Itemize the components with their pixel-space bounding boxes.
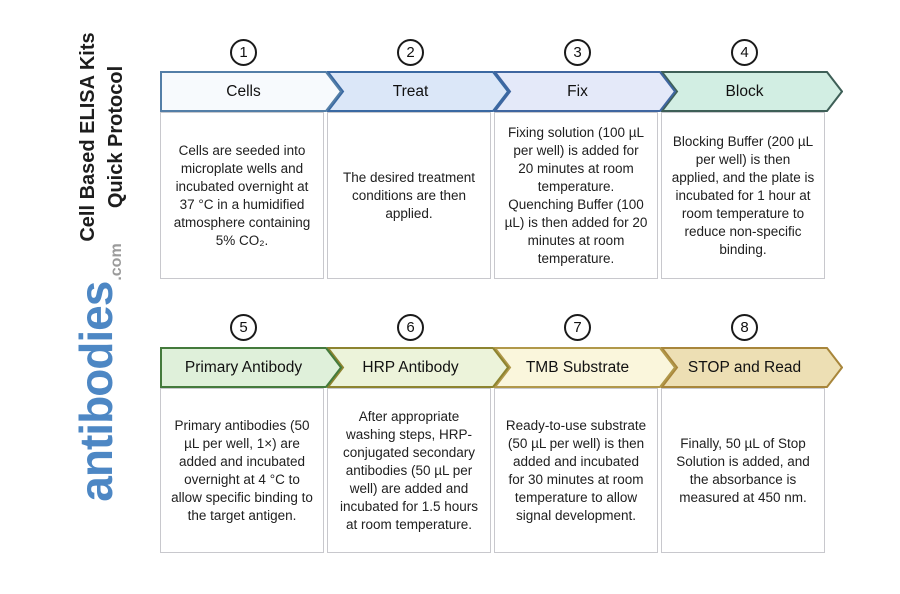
step-number: 3 xyxy=(573,44,582,61)
step-description: The desired treatment conditions are the… xyxy=(327,112,491,279)
process-arrow-shape xyxy=(160,71,342,112)
step-number: 8 xyxy=(740,319,749,336)
step-number: 5 xyxy=(239,319,248,336)
step-number-circle: 4 xyxy=(731,39,758,66)
step-label: STOP and Read xyxy=(687,358,802,376)
step-label: Block xyxy=(725,82,764,100)
sidebar-title-line2: Quick Protocol xyxy=(105,65,127,209)
arrow-polygon xyxy=(160,71,342,112)
step-label: Treat xyxy=(392,82,429,100)
step-number-circle: 8 xyxy=(731,314,758,341)
process-arrow-shape xyxy=(327,347,509,388)
process-arrow-shape xyxy=(160,347,342,388)
step-description: Ready-to-use substrate (50 µL per well) … xyxy=(494,388,658,553)
step-description: Primary antibodies (50 µL per well, 1×) … xyxy=(160,388,324,553)
sidebar-title-line1: Cell Based ELISA Kits xyxy=(77,32,99,242)
step-description: Cells are seeded into microplate wells a… xyxy=(160,112,324,279)
step-label: Fix xyxy=(567,82,588,100)
brand-logo: antibodies.com xyxy=(69,223,133,523)
arrow-polygon xyxy=(661,347,843,388)
step-number-circle: 1 xyxy=(230,39,257,66)
step-number: 7 xyxy=(573,319,582,336)
step-description: Finally, 50 µL of Stop Solution is added… xyxy=(661,388,825,553)
step-number-circle: 7 xyxy=(564,314,591,341)
step-number: 2 xyxy=(406,44,415,61)
step-number-circle: 2 xyxy=(397,39,424,66)
step-label: HRP Antibody xyxy=(362,358,459,376)
arrow-polygon xyxy=(327,71,509,112)
step-number-circle: 3 xyxy=(564,39,591,66)
arrow-polygon xyxy=(160,347,342,388)
step-number-circle: 6 xyxy=(397,314,424,341)
step-description: Fixing solution (100 µL per well) is add… xyxy=(494,112,658,279)
arrow-polygon xyxy=(661,71,843,112)
process-arrow-shape xyxy=(494,347,676,388)
brand-logo-text: antibodies xyxy=(70,281,122,502)
step-label: TMB Substrate xyxy=(525,358,630,376)
step-number: 6 xyxy=(406,319,415,336)
step-number-circle: 5 xyxy=(230,314,257,341)
process-arrow-shape xyxy=(661,71,843,112)
step-label: Primary Antibody xyxy=(184,358,303,376)
arrow-polygon xyxy=(494,71,676,112)
step-description: After appropriate washing steps, HRP-con… xyxy=(327,388,491,553)
process-arrow-shape xyxy=(327,71,509,112)
arrow-polygon xyxy=(327,347,509,388)
process-arrow-shape xyxy=(661,347,843,388)
brand-logo-suffix: .com xyxy=(108,243,125,281)
step-number: 4 xyxy=(740,44,749,61)
step-number: 1 xyxy=(239,44,248,61)
arrow-polygon xyxy=(494,347,676,388)
step-description: Blocking Buffer (200 µL per well) is the… xyxy=(661,112,825,279)
process-arrow-shape xyxy=(494,71,676,112)
step-label: Cells xyxy=(226,82,261,100)
sidebar-title: Cell Based ELISA Kits Quick Protocol xyxy=(74,25,132,249)
